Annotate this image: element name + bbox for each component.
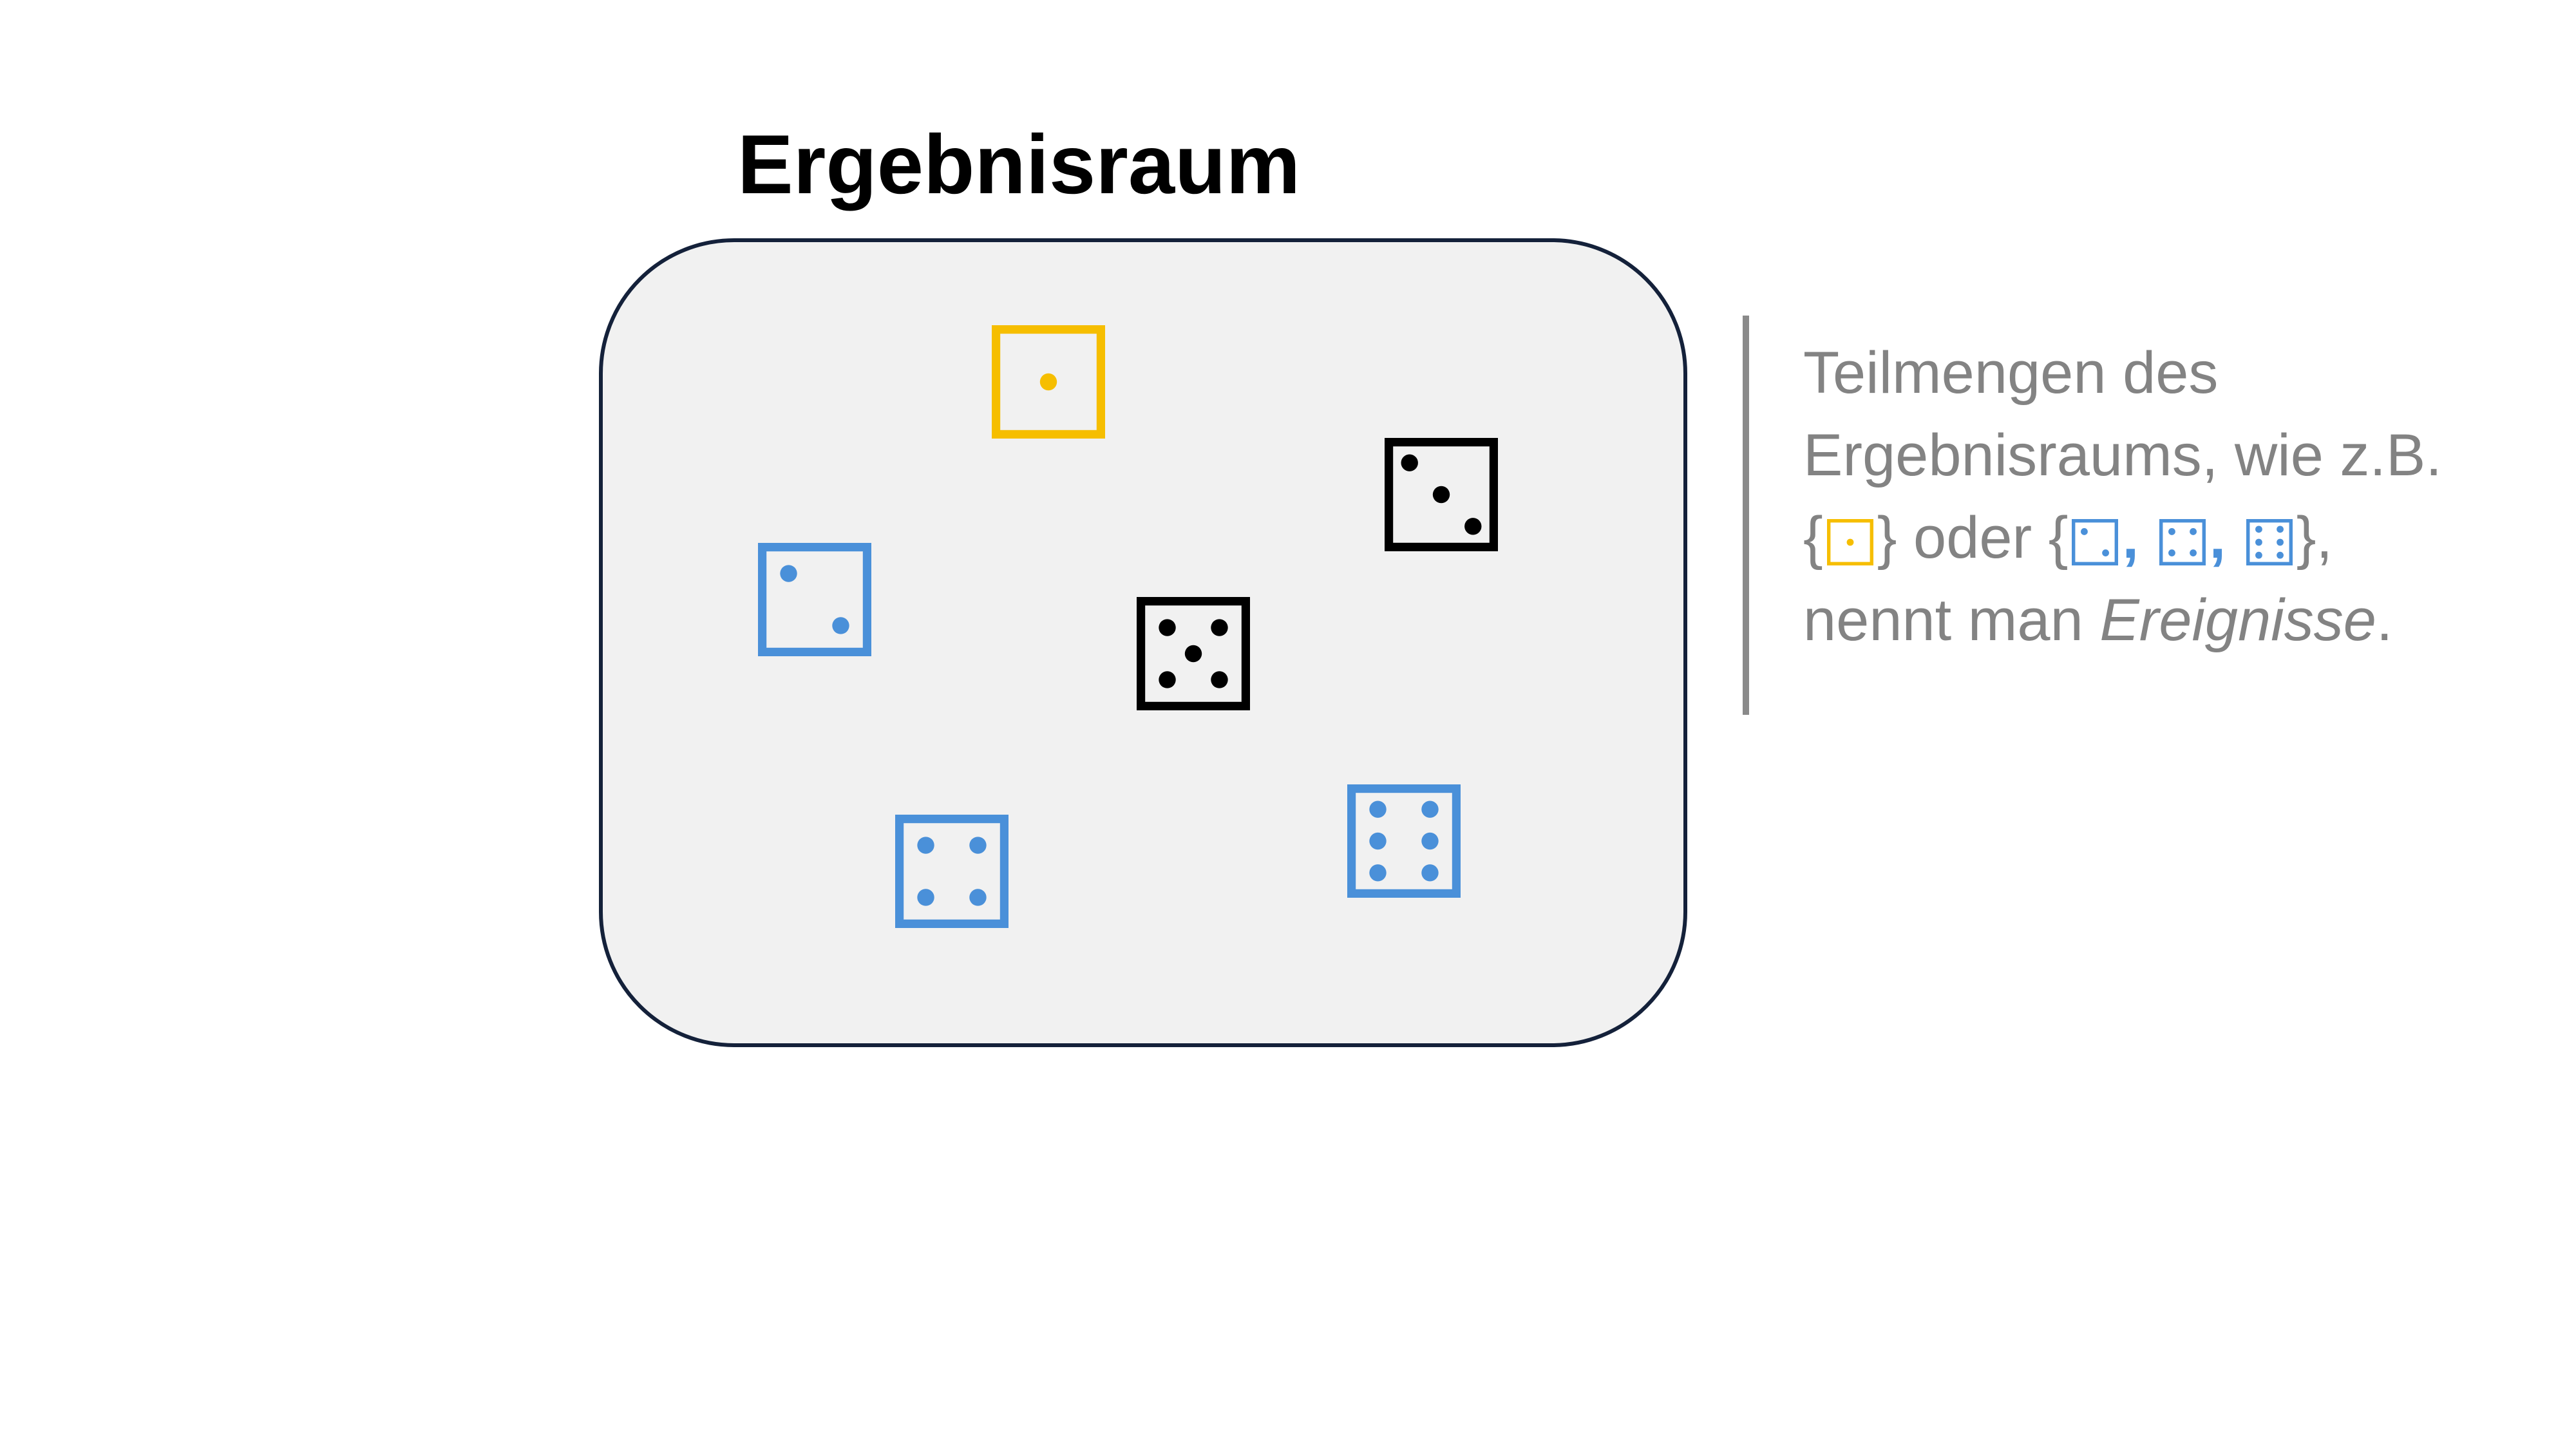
die-pip: [1184, 645, 1202, 663]
die-pip: [1159, 619, 1176, 636]
caption-line-3: {} oder {, , },: [1803, 497, 2442, 579]
die-pip: [1039, 373, 1057, 391]
die-pip: [832, 617, 849, 634]
die-pip: [1211, 671, 1228, 688]
caption-text: Teilmengen des Ergebnisraums, wie z.B. {…: [1803, 332, 2442, 661]
die-pip: [1369, 864, 1387, 882]
die-pip: [1432, 486, 1450, 504]
die-pip: [1421, 832, 1439, 850]
die-pip: [1464, 518, 1482, 535]
die-pip: [2102, 549, 2110, 556]
caption-line-2: Ergebnisraums, wie z.B.: [1803, 422, 2442, 488]
die-face: [757, 542, 872, 657]
die-pip: [1421, 864, 1439, 882]
die-pip: [917, 837, 934, 854]
die-face: [1384, 437, 1499, 552]
brace-open: {: [2048, 505, 2069, 571]
die-pip: [2255, 551, 2262, 559]
event-comma: ,: [2122, 505, 2139, 571]
die-face: [991, 325, 1106, 439]
die-one-icon: [991, 325, 1106, 439]
die-pip: [2168, 549, 2175, 556]
line4-suffix: .: [2376, 587, 2393, 653]
sidebar-divider: [1743, 316, 1749, 715]
die-six-icon: [1347, 784, 1461, 898]
die-pip: [917, 889, 934, 906]
die-pip: [1421, 800, 1439, 818]
die-pip: [2081, 528, 2088, 535]
die-pip: [1369, 832, 1387, 850]
event-die-two-icon: [2072, 519, 2119, 565]
die-pip: [2276, 538, 2284, 546]
die-pip: [2189, 549, 2197, 556]
die-five-icon: [1136, 596, 1251, 711]
caption-line-4: nennt man Ereignisse.: [1803, 579, 2442, 661]
die-pip: [2276, 526, 2284, 533]
page-title: Ergebnisraum: [737, 117, 1301, 211]
die-face: [2246, 519, 2293, 565]
brace-close: }: [2296, 505, 2316, 571]
die-face: [2072, 519, 2119, 565]
die-face: [1136, 596, 1251, 711]
die-face: [1347, 784, 1461, 898]
event-die-six-icon: [2246, 519, 2293, 565]
die-pip: [2255, 538, 2262, 546]
event-die-four-icon: [2159, 519, 2206, 565]
die-pip: [2276, 551, 2284, 559]
die-pip: [1401, 454, 1418, 471]
die-pip: [969, 837, 987, 854]
die-pip: [2168, 528, 2175, 535]
die-three-icon: [1384, 437, 1499, 552]
die-pip: [1846, 538, 1854, 546]
die-pip: [780, 565, 797, 582]
event-die-one-icon: [1826, 519, 1873, 565]
die-face: [2159, 519, 2206, 565]
event-comma: ,: [2209, 505, 2226, 571]
die-pip: [1211, 619, 1228, 636]
die-pip: [969, 889, 987, 906]
caption-line-1: Teilmengen des: [1803, 340, 2219, 406]
die-two-icon: [757, 542, 872, 657]
brace-close: }: [1877, 505, 1897, 571]
brace-open: {: [1803, 505, 1823, 571]
die-pip: [2255, 526, 2262, 533]
die-pip: [1369, 800, 1387, 818]
line4-prefix: nennt man: [1803, 587, 2100, 653]
ereignisse-term: Ereignisse: [2099, 587, 2376, 653]
die-four-icon: [895, 814, 1009, 929]
line3-tail: ,: [2316, 505, 2333, 571]
die-pip: [2189, 528, 2197, 535]
die-pip: [1159, 671, 1176, 688]
die-face: [895, 814, 1009, 929]
oder-word: oder: [1897, 505, 2049, 571]
die-face: [1826, 519, 1873, 565]
